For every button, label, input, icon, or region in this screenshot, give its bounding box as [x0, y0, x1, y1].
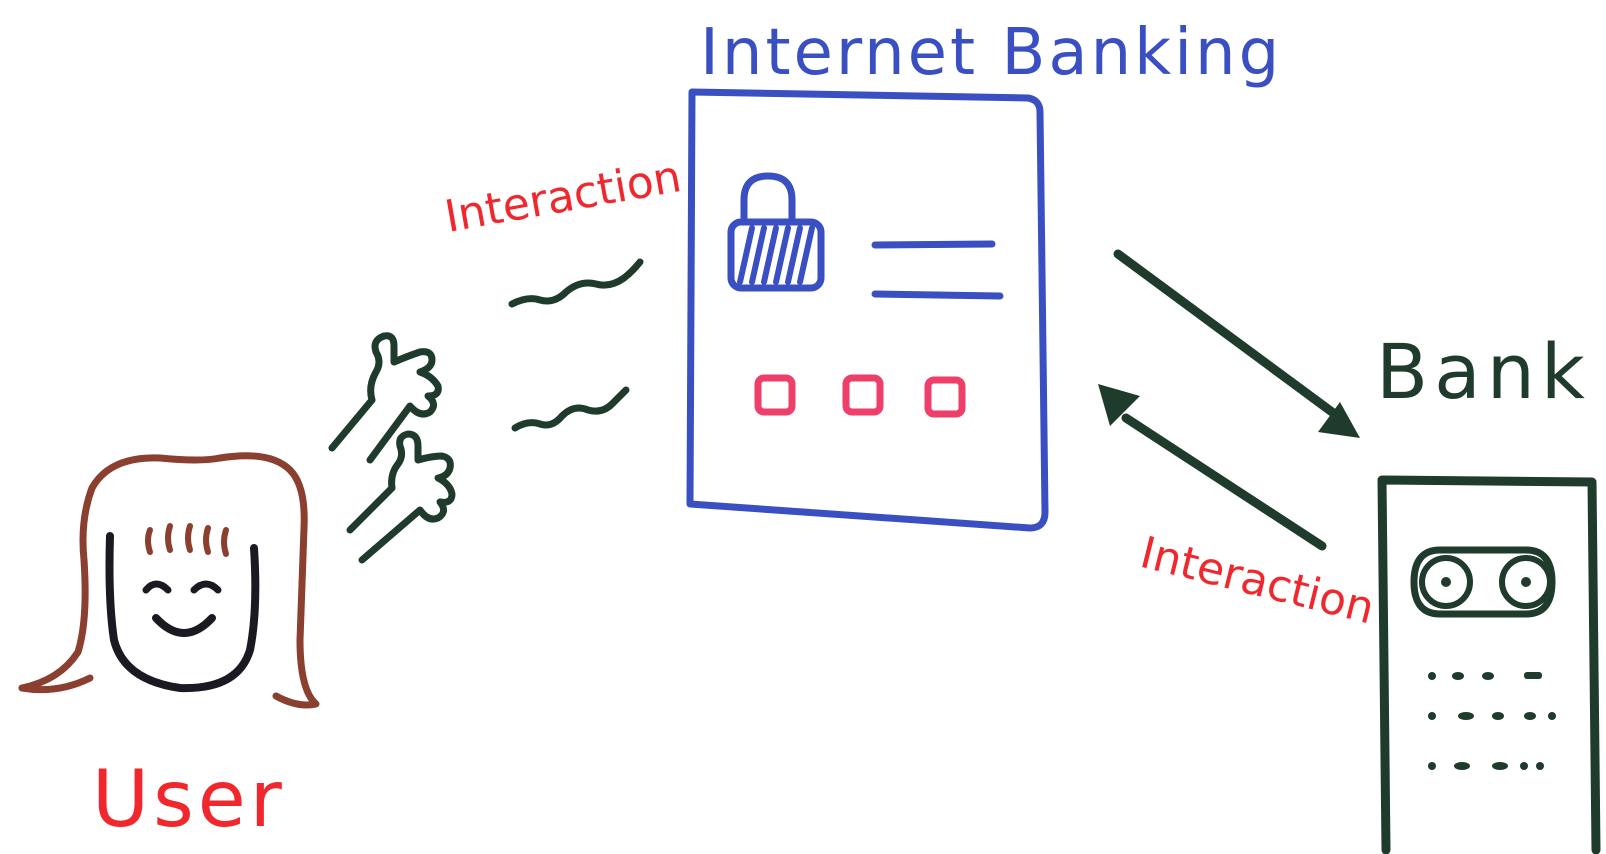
internet-banking-title: Internet Banking — [700, 16, 1282, 90]
interaction-squiggles — [508, 258, 644, 432]
user-label: User — [92, 755, 286, 845]
bank-keypad — [1428, 672, 1556, 770]
bank-label: Bank — [1376, 327, 1591, 416]
user-icon — [18, 452, 320, 709]
interaction-label-right: Interaction — [1135, 527, 1379, 634]
lock-icon — [727, 172, 825, 292]
hand-icon — [328, 332, 456, 564]
bank-icon — [1377, 475, 1601, 854]
internet-banking-screen — [686, 88, 1049, 532]
arrow-from-bank — [1098, 384, 1327, 551]
screen-text-lines — [871, 240, 1004, 300]
screen-button-1 — [754, 374, 796, 416]
screen-button-3 — [924, 376, 966, 418]
interaction-label-left: Interaction — [441, 151, 685, 243]
screen-button-2 — [842, 374, 884, 416]
screen-buttons — [754, 374, 966, 418]
arrow-to-bank — [1113, 249, 1360, 438]
